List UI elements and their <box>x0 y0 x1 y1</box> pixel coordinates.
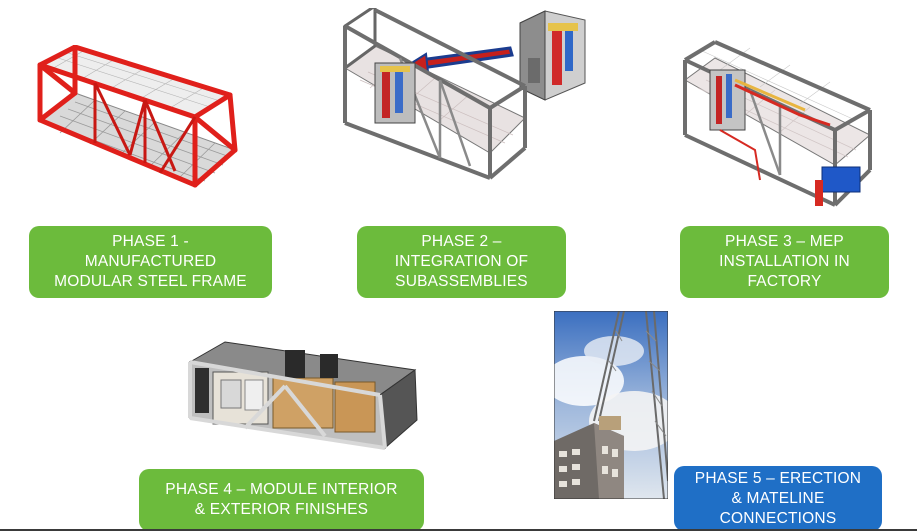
phase-5-label: PHASE 5 – ERECTION & MATELINE CONNECTION… <box>674 466 882 531</box>
steel-frame-illustration <box>37 45 238 188</box>
phase-1-label: PHASE 1 - MANUFACTURED MODULAR STEEL FRA… <box>29 226 272 298</box>
subassembly-illustration <box>343 8 586 180</box>
phase-3-label: PHASE 3 – MEP INSTALLATION IN FACTORY <box>680 226 889 298</box>
phase-4-label: PHASE 4 – MODULE INTERIOR & EXTERIOR FIN… <box>139 469 424 531</box>
module-interior-illustration <box>188 341 418 450</box>
phase-2-label: PHASE 2 – INTEGRATION OF SUBASSEMBLIES <box>357 226 566 298</box>
erection-photo <box>554 311 668 499</box>
mep-installation-illustration <box>683 40 872 207</box>
bottom-divider <box>0 529 917 531</box>
